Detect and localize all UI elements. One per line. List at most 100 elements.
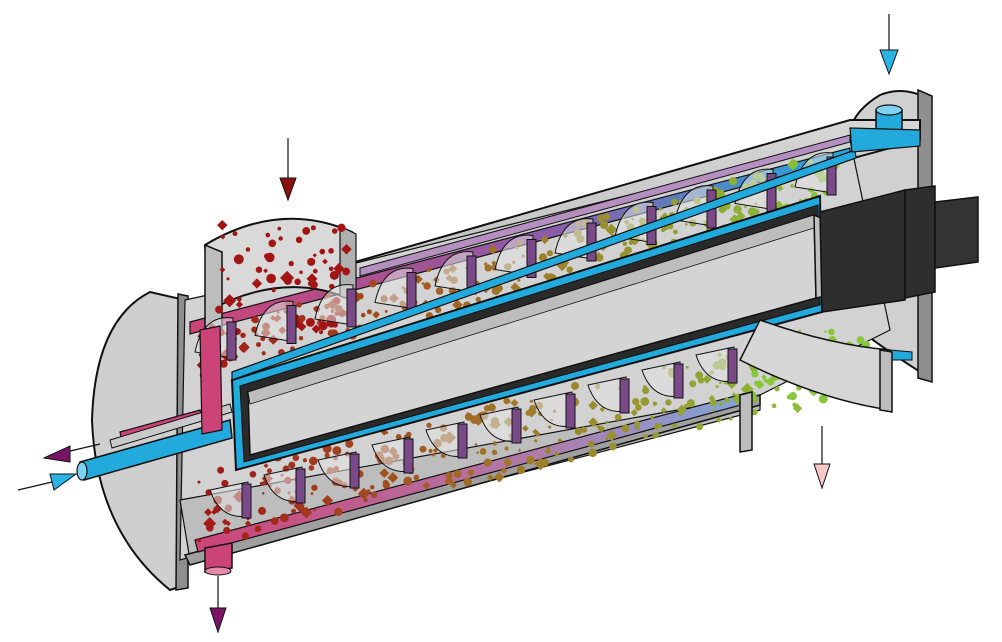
particle: [566, 266, 573, 273]
particle: [491, 286, 501, 295]
particle: [621, 424, 630, 433]
particle: [197, 480, 201, 484]
particle: [327, 329, 335, 337]
flight-plate: [494, 234, 534, 277]
particle: [363, 497, 368, 503]
particle: [548, 425, 552, 429]
particle: [268, 239, 277, 248]
particle: [263, 253, 270, 259]
particle: [685, 223, 688, 226]
particle: [633, 419, 641, 427]
particle: [333, 263, 345, 275]
particle: [568, 456, 574, 463]
particle: [294, 278, 301, 286]
particle: [634, 424, 641, 430]
particle: [635, 404, 642, 411]
particle: [516, 465, 526, 475]
flight-fin: [619, 378, 630, 414]
particle: [709, 399, 717, 407]
particle: [630, 409, 638, 417]
particle: [238, 341, 250, 353]
particle: [517, 448, 522, 453]
flight-fin: [241, 483, 252, 519]
particle: [466, 412, 470, 416]
particle: [487, 403, 496, 412]
particle: [217, 466, 225, 474]
particle: [321, 494, 334, 507]
particle: [421, 282, 425, 285]
particle: [792, 402, 797, 408]
particle: [312, 268, 318, 274]
particle: [493, 471, 505, 483]
particle: [292, 454, 300, 462]
particle: [295, 236, 303, 244]
particle: [605, 420, 609, 424]
particle: [311, 324, 321, 334]
particle: [467, 469, 474, 476]
particle: [464, 412, 473, 421]
particle: [685, 365, 689, 369]
particle: [755, 379, 765, 390]
particle: [299, 270, 303, 274]
particle: [337, 223, 346, 232]
particle: [223, 526, 231, 535]
particle: [288, 260, 294, 267]
particle: [271, 288, 276, 293]
flight-fin: [286, 305, 297, 344]
particle: [736, 214, 740, 219]
flight-fin: [526, 239, 537, 278]
particle: [492, 441, 497, 446]
particle: [215, 305, 224, 314]
down-arrow-icon: [209, 576, 227, 634]
particle: [258, 506, 267, 515]
particle: [503, 458, 512, 467]
particle: [332, 446, 342, 456]
particle: [818, 394, 828, 404]
particle: [491, 449, 498, 456]
particle: [718, 205, 726, 214]
particle: [716, 189, 725, 198]
particle: [771, 403, 777, 409]
particle: [440, 453, 446, 459]
flight-plate: [314, 284, 354, 326]
particle: [587, 440, 595, 448]
particle: [431, 452, 435, 457]
discharge-chute: [738, 319, 893, 453]
particle: [251, 316, 257, 323]
particle: [331, 228, 338, 234]
particle: [672, 423, 678, 429]
particle: [491, 261, 496, 266]
particle: [596, 424, 601, 429]
particle: [729, 417, 733, 421]
particle: [774, 386, 780, 392]
particle: [670, 198, 678, 206]
down-arrow-icon: [879, 14, 899, 76]
particle: [221, 518, 229, 526]
particle: [453, 470, 462, 478]
particle: [298, 314, 306, 322]
particle: [476, 451, 479, 454]
particle: [484, 264, 492, 272]
left-arrow-icon: [42, 443, 101, 463]
particle: [310, 491, 314, 496]
particle: [261, 492, 265, 495]
particle: [435, 287, 444, 295]
flight-fin: [727, 348, 738, 384]
particle: [609, 442, 617, 451]
particle: [517, 278, 521, 282]
particle: [475, 296, 481, 302]
particle: [413, 474, 420, 481]
particle: [683, 403, 688, 408]
particle: [266, 273, 276, 284]
particle: [387, 472, 399, 483]
particle: [643, 434, 648, 439]
particle: [267, 468, 272, 474]
particle: [223, 294, 237, 308]
particle: [302, 458, 308, 463]
particle: [345, 439, 354, 448]
particle: [588, 448, 598, 458]
flight-fin: [406, 272, 417, 311]
particle: [379, 468, 390, 478]
particle: [310, 225, 316, 231]
